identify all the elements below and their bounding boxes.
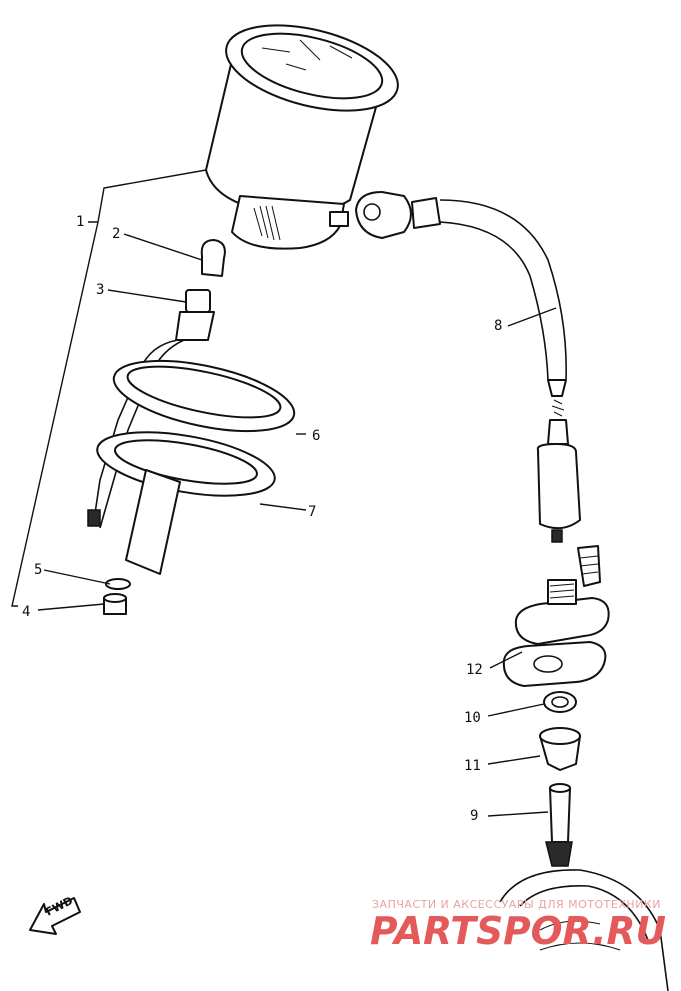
gear-housing — [502, 545, 610, 687]
callout-4: 4 — [22, 604, 30, 620]
callout-1: 1 — [76, 214, 84, 230]
callout-9: 9 — [470, 808, 478, 824]
watermark-tagline: ЗАПЧАСТИ И АКСЕССУАРЫ ДЛЯ МОТОТЕХНИКИ — [372, 898, 661, 911]
callout-3: 3 — [96, 282, 104, 298]
callout-12: 12 — [466, 662, 483, 678]
damper — [112, 359, 296, 433]
bulb-socket — [87, 289, 215, 529]
drive-gear — [545, 783, 573, 867]
watermark: ЗАПЧАСТИ И АКСЕССУАРЫ ДЛЯ МОТОТЕХНИКИ PA… — [370, 898, 666, 953]
callout-8: 8 — [494, 318, 502, 334]
callout-5: 5 — [34, 562, 42, 578]
watermark-logo: PARTSPOR.RU — [370, 909, 666, 953]
bulb — [200, 239, 226, 277]
leader-lines — [11, 169, 557, 817]
wheel-hub-outline — [499, 869, 669, 991]
nut — [103, 593, 127, 615]
callout-6: 6 — [312, 428, 320, 444]
speedometer-cable — [355, 191, 581, 543]
callout-7: 7 — [308, 504, 316, 520]
callout-2: 2 — [112, 226, 120, 242]
forward-arrow-icon: FWD — [29, 894, 81, 935]
oil-seal — [543, 691, 577, 713]
washer — [105, 578, 131, 590]
speedometer-assembly — [205, 24, 399, 250]
callout-10: 10 — [464, 710, 481, 726]
callout-11: 11 — [464, 758, 481, 774]
bushing — [539, 727, 581, 771]
meter-bracket — [96, 431, 276, 575]
